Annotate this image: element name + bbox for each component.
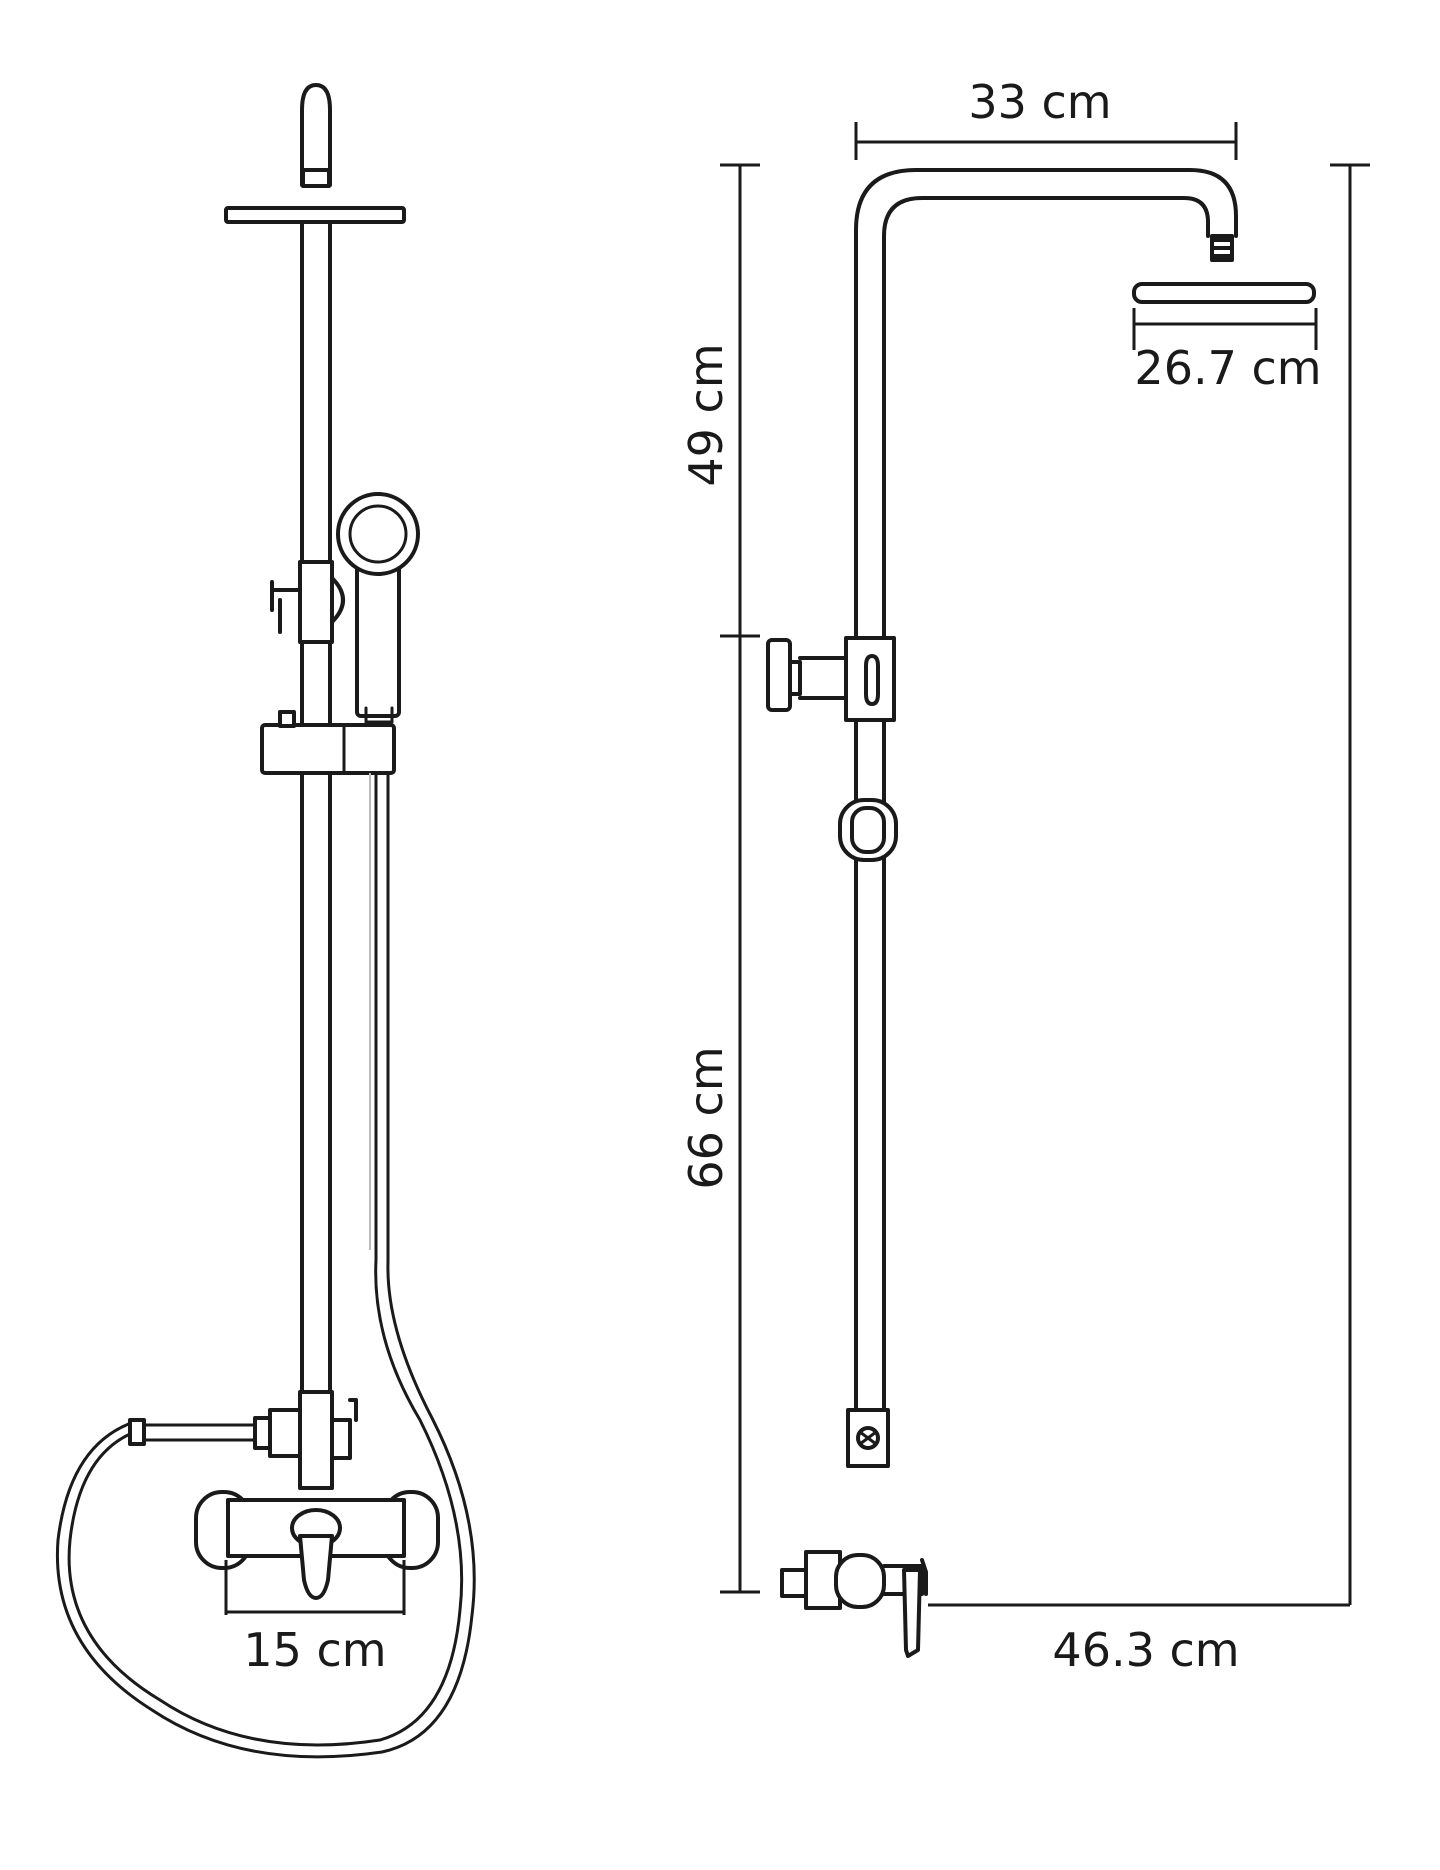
side-mixer-lever bbox=[902, 1568, 922, 1658]
front-mixer-lever bbox=[298, 1534, 334, 1600]
dimension-head-arm-width: 33 cm bbox=[968, 75, 1111, 129]
front-mixer-riser-joint bbox=[298, 1390, 334, 1490]
dimension-mixer-width: 15 cm bbox=[243, 1623, 386, 1677]
side-diverter-body bbox=[844, 636, 896, 722]
front-rain-head bbox=[224, 206, 406, 224]
front-hand-shower-handle bbox=[355, 554, 401, 718]
side-view: 33 cm 26.7 cm 49 cm 66 cm bbox=[679, 75, 1370, 1677]
front-view: 15 cm bbox=[55, 83, 476, 1759]
front-top-connector bbox=[301, 168, 331, 188]
side-mixer-stub bbox=[780, 1568, 808, 1598]
front-riser-pipe bbox=[300, 220, 332, 1394]
dimension-upper-height: 49 cm bbox=[679, 343, 733, 486]
side-rain-head bbox=[1132, 282, 1316, 304]
front-top-arm bbox=[300, 83, 332, 187]
dimension-total-width: 46.3 cm bbox=[1052, 1623, 1239, 1677]
front-sliding-holder bbox=[260, 723, 396, 775]
front-hose bbox=[55, 773, 476, 1759]
front-diverter-knob bbox=[330, 576, 345, 624]
front-diverter-handle bbox=[270, 580, 302, 634]
side-riser-pipe bbox=[854, 168, 1238, 1422]
dimension-head-diameter: 26.7 cm bbox=[1134, 341, 1321, 395]
front-diverter-body bbox=[298, 560, 334, 644]
front-hand-shower-face bbox=[348, 504, 408, 564]
side-diverter-knob bbox=[766, 638, 792, 712]
side-mixer-body bbox=[834, 1553, 886, 1609]
dimension-lower-height: 66 cm bbox=[679, 1046, 733, 1189]
